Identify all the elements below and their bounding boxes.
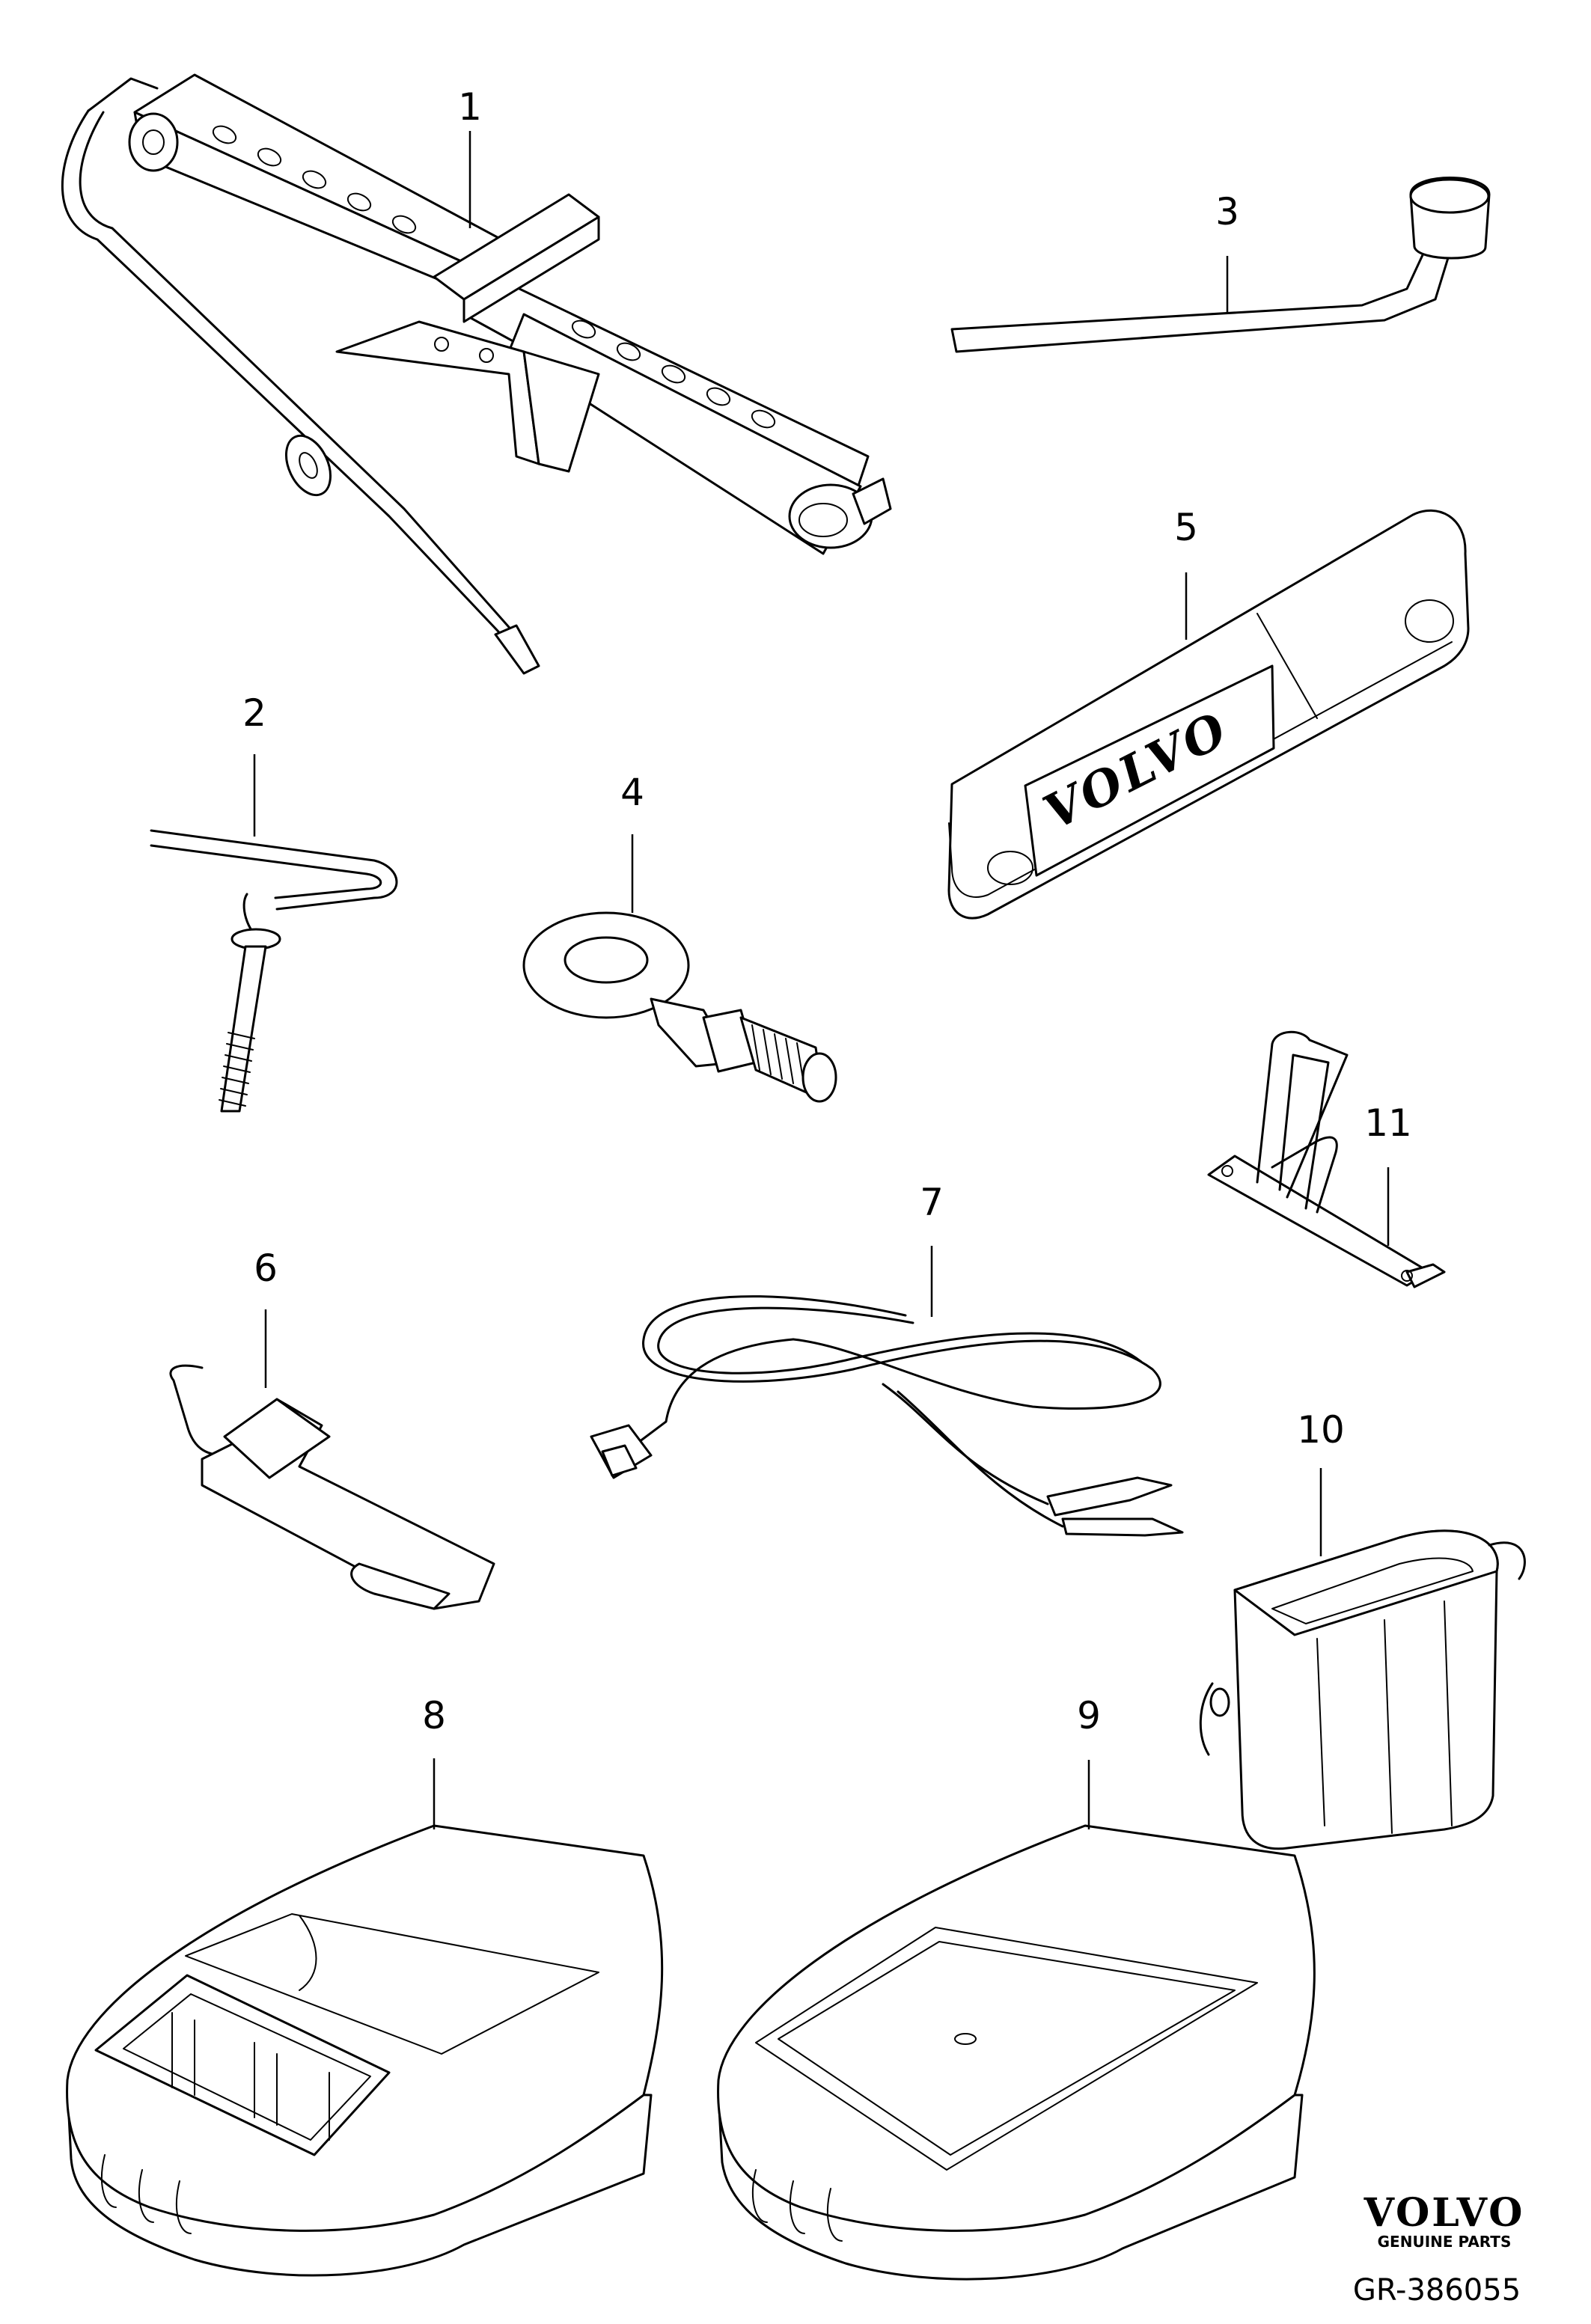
storage-bag xyxy=(1199,1529,1526,1850)
callout-5: 5 xyxy=(1174,506,1198,549)
wheel-wrench xyxy=(950,177,1491,353)
t-bolt xyxy=(150,829,398,1113)
towing-eye xyxy=(522,911,837,1103)
callout-10: 10 xyxy=(1297,1408,1345,1452)
strap-hook xyxy=(169,1364,495,1610)
footer-tagline: GENUINE PARTS xyxy=(1378,2233,1512,2251)
storage-tray-compartments xyxy=(66,1824,664,2277)
callout-1: 1 xyxy=(458,85,482,129)
callout-4: 4 xyxy=(620,771,644,814)
callout-8: 8 xyxy=(422,1694,446,1737)
callout-3: 3 xyxy=(1215,190,1239,233)
mounting-bracket xyxy=(1207,1030,1446,1288)
scissor-jack xyxy=(61,73,892,675)
callout-9: 9 xyxy=(1077,1694,1101,1737)
diagram-reference: GR-386055 xyxy=(1353,2273,1521,2308)
callout-6: 6 xyxy=(254,1247,278,1290)
footer-brand: VOLVO xyxy=(1364,2190,1525,2236)
jumper-cable xyxy=(590,1295,1184,1537)
callout-7: 7 xyxy=(920,1181,944,1224)
storage-tray-flat xyxy=(717,1824,1316,2281)
reflector-plate: VOLVO xyxy=(947,509,1470,920)
callout-11: 11 xyxy=(1364,1101,1412,1145)
callout-2: 2 xyxy=(242,691,266,735)
